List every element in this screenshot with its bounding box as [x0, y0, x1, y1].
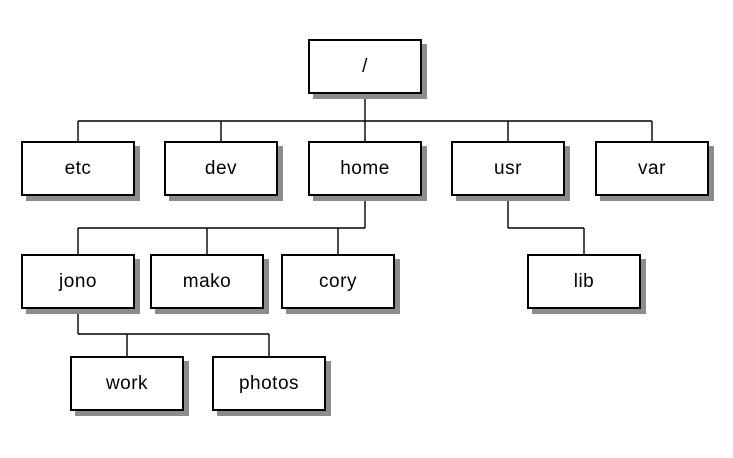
tree-node-usr: usr — [451, 141, 565, 196]
tree-node-work: work — [70, 356, 184, 411]
node-label-var: var — [638, 157, 666, 179]
node-label-mako: mako — [182, 270, 232, 292]
tree-node-dev: dev — [164, 141, 278, 196]
tree-node-jono: jono — [21, 254, 135, 309]
tree-node-etc: etc — [21, 141, 135, 196]
node-label-etc: etc — [64, 157, 92, 179]
tree-node-var: var — [595, 141, 709, 196]
node-label-home: home — [340, 157, 390, 179]
tree-node-root: / — [308, 39, 422, 94]
node-label-root: / — [362, 55, 368, 77]
node-label-jono: jono — [59, 270, 97, 292]
tree-node-mako: mako — [150, 254, 264, 309]
tree-node-home: home — [308, 141, 422, 196]
tree-node-photos: photos — [212, 356, 326, 411]
node-label-photos: photos — [238, 372, 300, 394]
node-label-dev: dev — [204, 157, 238, 179]
tree-node-cory: cory — [281, 254, 395, 309]
node-label-work: work — [105, 372, 149, 394]
node-label-lib: lib — [573, 270, 595, 292]
tree-node-lib: lib — [527, 254, 641, 309]
node-label-usr: usr — [494, 157, 522, 179]
node-label-cory: cory — [319, 270, 357, 292]
